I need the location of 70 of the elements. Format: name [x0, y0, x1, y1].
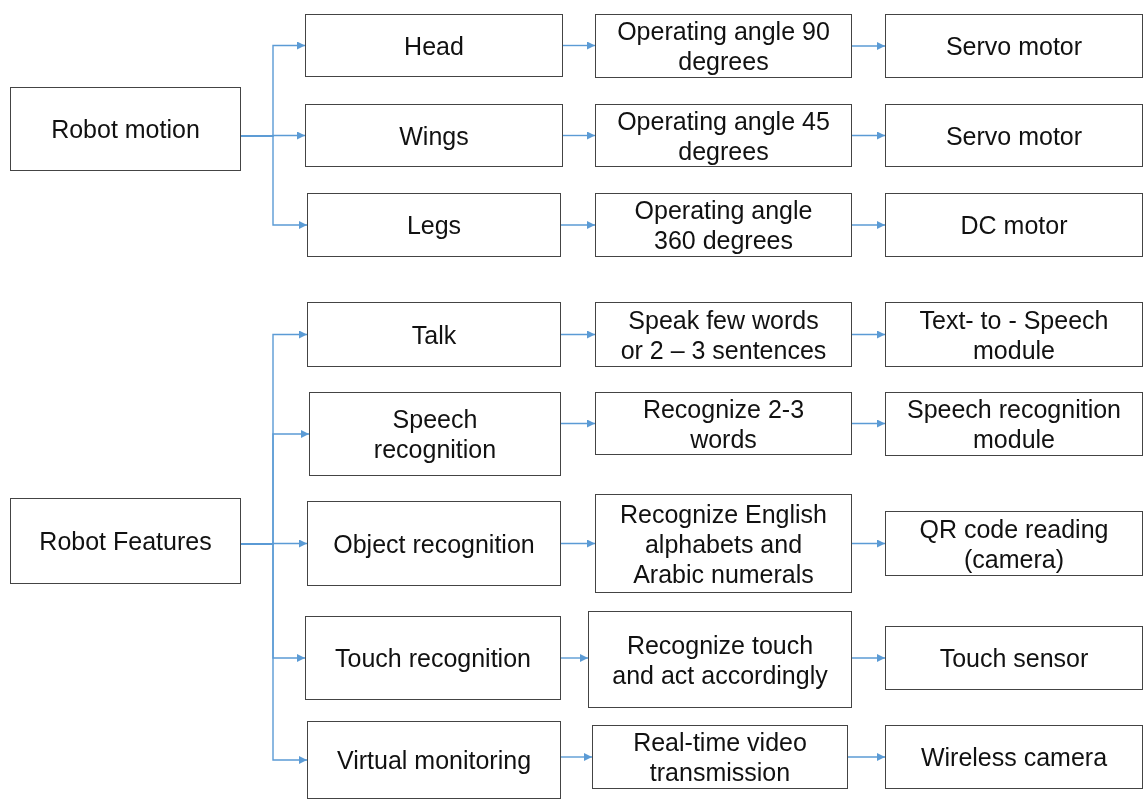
process-box [10, 498, 241, 584]
arrow [562, 41, 596, 50]
node-text: Legs [406, 210, 462, 240]
process-box [885, 725, 1143, 789]
arrow [560, 539, 596, 548]
node-text: Operating angle 360 degrees [633, 195, 814, 255]
process-box [595, 104, 852, 167]
process-box [885, 193, 1143, 257]
node-text: Object recognition [333, 528, 535, 559]
arrow [240, 543, 308, 764]
process-box [885, 14, 1143, 78]
node-text: Servo motor [945, 31, 1083, 61]
process-box [595, 14, 852, 78]
arrow [562, 131, 596, 140]
process-box [10, 87, 241, 171]
arrow [851, 654, 886, 662]
node-text: Recognize English alphabets and Arabic numerals [618, 498, 829, 589]
process-box [305, 14, 563, 77]
process-box [588, 611, 852, 708]
process-box [307, 193, 561, 257]
node-text: Recognize 2-3 words [641, 393, 806, 454]
node-text: Text- to - Speech module [918, 304, 1110, 365]
arrow [847, 753, 886, 761]
node-text: Wings [399, 120, 469, 151]
arrow [851, 42, 886, 50]
process-box [305, 104, 563, 167]
node-text: Robot motion [51, 114, 200, 144]
node-text: DC motor [960, 210, 1068, 240]
process-box [592, 725, 848, 789]
arrow [560, 419, 596, 428]
process-box [305, 616, 561, 700]
arrow [560, 330, 596, 339]
process-box [307, 501, 561, 586]
process-box [309, 392, 561, 476]
arrow [560, 221, 596, 229]
arrow [851, 131, 886, 140]
process-box [885, 302, 1143, 367]
node-text: Touch sensor [939, 643, 1089, 673]
process-box [885, 511, 1143, 576]
node-text: Servo motor [945, 120, 1083, 151]
arrow [560, 753, 593, 761]
node-text: Real-time video transmission [632, 727, 808, 787]
node-text: Recognize touch and act accordingly [611, 629, 829, 690]
node-text: Speech recognition [372, 404, 498, 464]
node-text: Head [404, 30, 464, 61]
process-box [595, 193, 852, 257]
process-box [595, 494, 852, 593]
node-text: Operating angle 90 degrees [616, 16, 831, 76]
process-box [307, 721, 561, 799]
node-text: Touch recognition [335, 643, 531, 673]
node-text: Robot Features [39, 526, 212, 556]
arrow [851, 419, 886, 428]
arrow [851, 221, 886, 229]
arrow [851, 539, 886, 548]
process-box [885, 626, 1143, 690]
node-text: Speak few words or 2 – 3 sentences [619, 304, 828, 365]
node-text: Operating angle 45 degrees [616, 105, 831, 166]
process-box [595, 302, 852, 367]
process-box [885, 104, 1143, 167]
node-text: Speech recognition module [905, 394, 1122, 454]
node-text: QR code reading (camera) [918, 513, 1110, 574]
arrow [560, 654, 589, 662]
arrow [851, 330, 886, 339]
node-text: Wireless camera [920, 742, 1108, 772]
node-text: Virtual monitoring [336, 745, 532, 775]
node-text: Talk [411, 319, 457, 350]
process-box [595, 392, 852, 455]
process-box [307, 302, 561, 367]
process-box [885, 392, 1143, 456]
arrow [240, 135, 308, 229]
